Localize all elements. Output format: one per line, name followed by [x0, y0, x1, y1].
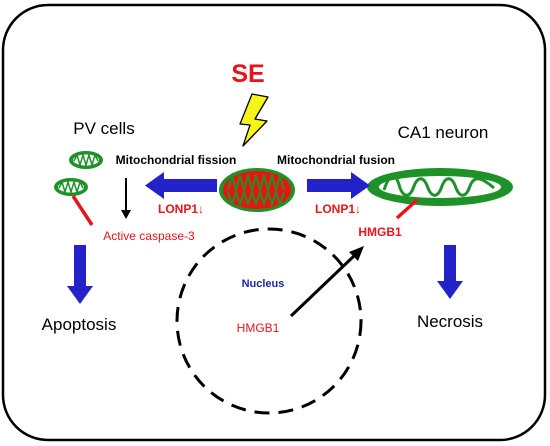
- fusion-arrow: [307, 172, 370, 199]
- nucleus-label: Nucleus: [242, 278, 285, 290]
- se-label: SE: [231, 60, 264, 88]
- necrosis-arrow: [437, 245, 463, 299]
- mitochondrial-fission-label: Mitochondrial fission: [116, 153, 237, 167]
- fission-arrow: [145, 172, 217, 199]
- fission-down-arrow: [121, 178, 131, 219]
- nucleus-outline: [175, 227, 363, 415]
- caspase-connector: [71, 195, 94, 226]
- central-mitochondrion-icon: [219, 168, 295, 212]
- lonp1-left-label: LONP1↓: [158, 202, 204, 216]
- lonp1-right-label: LONP1↓: [315, 202, 361, 216]
- pv-cells-label: PV cells: [73, 119, 134, 138]
- hmgb1-translocation-arrow: [289, 246, 364, 318]
- apoptosis-label: Apoptosis: [42, 315, 117, 334]
- fused-mitochondrion-icon: [367, 168, 513, 206]
- small-mitochondrion-icon: [54, 178, 88, 196]
- outer-frame: [1, 3, 547, 442]
- ca1-neuron-label: CA1 neuron: [398, 123, 489, 142]
- necrosis-label: Necrosis: [417, 312, 483, 331]
- hmgb1-cytoplasm-label: HMGB1: [358, 225, 402, 239]
- hmgb1-connector: [395, 198, 419, 220]
- hmgb1-nucleus-label: HMGB1: [237, 321, 280, 335]
- active-caspase-label: Active caspase-3: [103, 229, 195, 243]
- small-mitochondrion-icon: [69, 151, 103, 169]
- mitochondrial-fusion-label: Mitochondrial fusion: [277, 153, 395, 167]
- apoptosis-arrow: [67, 245, 93, 304]
- lightning-bolt-icon: [239, 93, 269, 147]
